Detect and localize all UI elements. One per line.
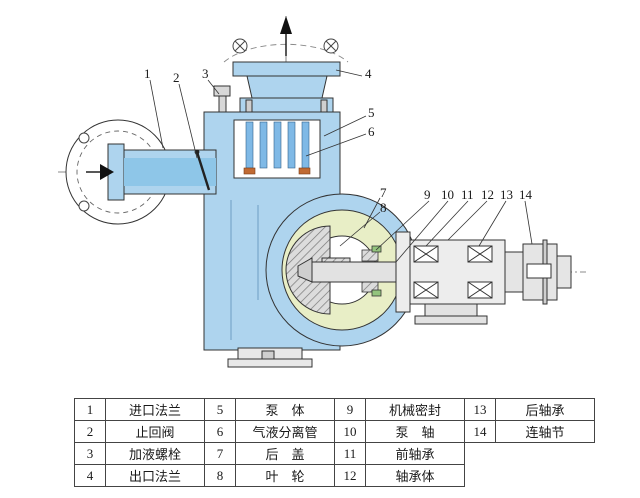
callout-11: 11: [461, 187, 474, 202]
table-row: 1 进口法兰 5 泵 体 9 机械密封 13 后轴承: [74, 398, 595, 421]
part-name: 叶 轮: [235, 464, 335, 487]
callout-1: 1: [144, 66, 151, 81]
callout-3: 3: [202, 66, 209, 81]
part-number: 7: [204, 442, 236, 465]
rear-bearing: [467, 245, 493, 299]
inlet-pipe: [123, 149, 217, 195]
callout-5: 5: [368, 105, 375, 120]
table-row: 2 止回阀 6 气液分离管 10 泵 轴 14 连轴节: [74, 420, 595, 443]
part-name: 连轴节: [495, 420, 595, 443]
part-name: 泵 轴: [365, 420, 465, 443]
empty-cell: [496, 443, 595, 465]
callout-8: 8: [380, 200, 387, 215]
part-name: 加液螺栓: [105, 442, 205, 465]
coupling: [504, 239, 572, 305]
callout-13: 13: [500, 187, 513, 202]
part-name: 轴承体: [365, 464, 465, 487]
part-number: 2: [74, 420, 106, 443]
callout-9: 9: [424, 187, 431, 202]
bolt-hole-symbols: [232, 38, 339, 54]
part-name: 气液分离管: [235, 420, 335, 443]
part-name: 机械密封: [365, 398, 465, 421]
pump-cross-section-diagram: 1 2 3 4 5 6 7 8 9 10 11 12 13 14: [58, 16, 586, 368]
pump-foot: [227, 347, 313, 368]
empty-cell: [465, 443, 496, 465]
part-number: 5: [204, 398, 236, 421]
callout-10: 10: [441, 187, 454, 202]
part-name: 后 盖: [235, 442, 335, 465]
part-number: 4: [74, 464, 106, 487]
part-name: 后轴承: [495, 398, 595, 421]
table-row: 4 出口法兰 8 叶 轮 12 轴承体: [74, 464, 595, 487]
outlet-flange: [232, 61, 341, 115]
callout-6: 6: [368, 124, 375, 139]
callout-2: 2: [173, 70, 180, 85]
empty-cell: [496, 465, 595, 487]
part-number: 12: [334, 464, 366, 487]
part-number: 9: [334, 398, 366, 421]
callout-4: 4: [365, 66, 372, 81]
gas-liquid-separator-tube: [243, 121, 311, 175]
part-name: 进口法兰: [105, 398, 205, 421]
part-number: 1: [74, 398, 106, 421]
front-bearing: [413, 245, 439, 299]
part-name: 泵 体: [235, 398, 335, 421]
parts-legend-table: 1 进口法兰 5 泵 体 9 机械密封 13 后轴承 2 止回阀 6 气液分离管…: [74, 398, 595, 487]
callout-leaders: [149, 69, 533, 263]
part-number: 8: [204, 464, 236, 487]
part-number: 11: [334, 442, 366, 465]
filler-bolt: [213, 85, 231, 113]
inlet-flow-arrow: [86, 164, 114, 180]
inlet-flange: [65, 119, 171, 225]
part-number: 13: [464, 398, 496, 421]
outlet-flow-arrow: [280, 16, 292, 56]
part-number: 10: [334, 420, 366, 443]
pump-sectional-drawing: 1 2 3 4 5 6 7 8 9 10 11 12 13 14: [58, 16, 586, 368]
callout-7: 7: [380, 185, 387, 200]
table-row: 3 加液螺栓 7 后 盖 11 前轴承: [74, 442, 595, 465]
part-name: 前轴承: [365, 442, 465, 465]
callout-12: 12: [481, 187, 494, 202]
part-number: 3: [74, 442, 106, 465]
part-number: 14: [464, 420, 496, 443]
empty-cell: [465, 465, 496, 487]
callout-14: 14: [519, 187, 533, 202]
part-name: 出口法兰: [105, 464, 205, 487]
part-number: 6: [204, 420, 236, 443]
part-name: 止回阀: [105, 420, 205, 443]
